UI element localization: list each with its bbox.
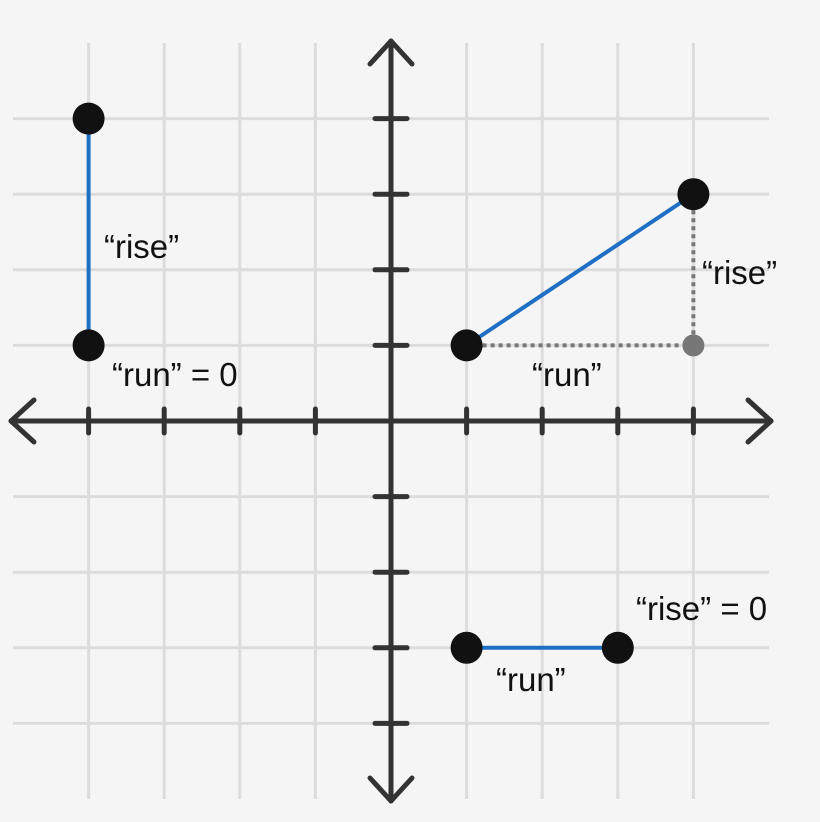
label-bottom-run: “run”	[496, 661, 566, 698]
point	[72, 329, 105, 362]
label-left-run: “run” = 0	[112, 356, 238, 393]
label-right-run: “run”	[532, 356, 602, 393]
point	[677, 178, 710, 211]
arrow-up-icon	[367, 38, 415, 67]
point	[601, 631, 634, 664]
axes	[8, 38, 774, 804]
segment-sloped	[465, 192, 695, 348]
point	[450, 329, 483, 362]
points	[72, 102, 710, 664]
label-right-rise: “rise”	[702, 254, 778, 291]
helper-lines	[466, 194, 696, 348]
arrow-right-icon	[745, 397, 774, 445]
arrow-left-icon	[8, 397, 37, 445]
label-left-rise: “rise”	[104, 228, 180, 265]
arrow-down-icon	[367, 775, 415, 804]
point	[72, 102, 105, 135]
helper-point	[682, 334, 705, 357]
label-bottom-rise: “rise” = 0	[636, 590, 768, 627]
point	[450, 631, 483, 664]
segments	[86, 118, 695, 650]
